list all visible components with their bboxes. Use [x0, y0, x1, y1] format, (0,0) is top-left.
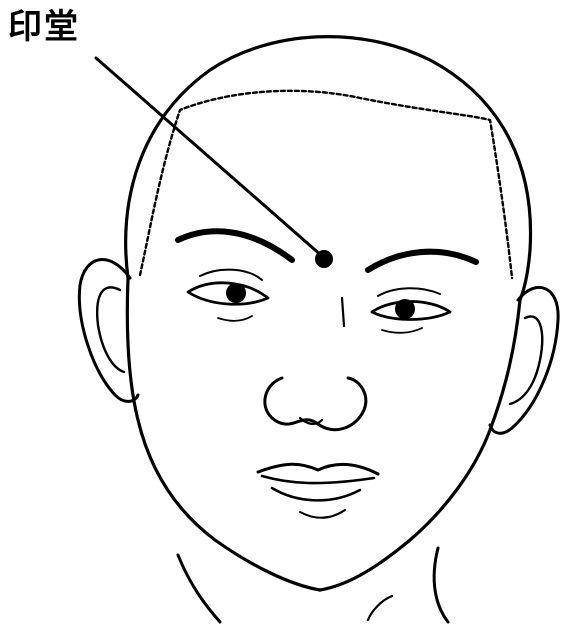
- acupoint-marker: [315, 250, 333, 268]
- lips-line: [262, 476, 374, 483]
- eyelid-left: [200, 270, 262, 280]
- eyebrow-left: [178, 231, 292, 260]
- lips-upper: [258, 464, 378, 474]
- lips-lower: [272, 488, 360, 500]
- leader-line: [96, 58, 322, 256]
- nose: [265, 378, 366, 430]
- neck-right: [434, 548, 448, 622]
- hairline: [140, 91, 512, 278]
- face-contour-left: [127, 278, 320, 590]
- face-contour-right: [320, 300, 520, 590]
- neck-left: [178, 555, 220, 622]
- eyelid-right: [378, 288, 440, 296]
- iris-left: [226, 283, 246, 303]
- ear-right: [490, 287, 558, 433]
- ear-left-inner: [97, 287, 124, 372]
- under-eye-left: [218, 316, 252, 321]
- iris-right: [395, 299, 415, 319]
- neck-crease: [368, 596, 392, 620]
- under-eye-right: [382, 328, 422, 333]
- nose-bridge: [342, 298, 344, 326]
- chin-crease: [300, 510, 345, 518]
- eyebrow-right: [368, 252, 476, 270]
